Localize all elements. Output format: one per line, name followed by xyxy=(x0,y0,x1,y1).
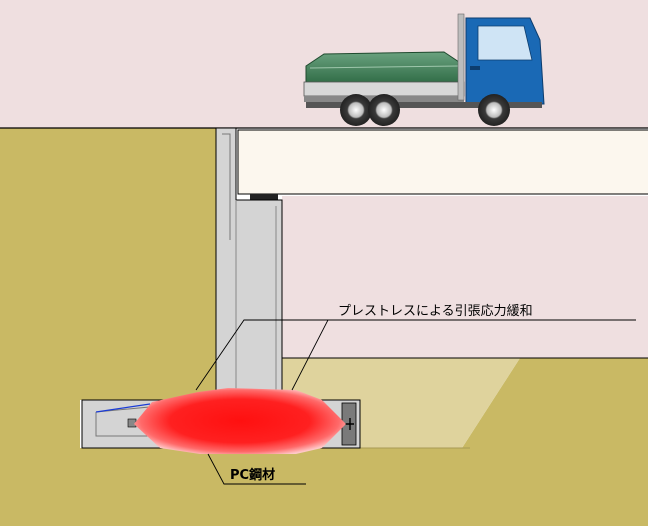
soil-backfill xyxy=(0,128,216,526)
leader-line-bottom xyxy=(207,453,306,485)
bearing-pad xyxy=(250,194,278,200)
stress-relief-zone xyxy=(134,388,346,454)
excavation-area xyxy=(282,358,520,448)
wall-inner-line xyxy=(235,200,277,396)
void-under-deck xyxy=(282,196,648,358)
pc-steel-label: PC鋼材 xyxy=(230,467,275,483)
bridge-deck xyxy=(237,129,648,195)
leader-line-top xyxy=(195,319,329,391)
truck-icon xyxy=(303,13,545,126)
soil-right-slope xyxy=(462,358,648,448)
pc-tendon-line xyxy=(95,403,151,413)
prestress-relief-label: プレストレスによる引張応力緩和 xyxy=(338,304,533,319)
anchor-plate-left xyxy=(127,418,137,428)
parapet-inner xyxy=(222,133,231,240)
soil-base xyxy=(0,448,648,526)
